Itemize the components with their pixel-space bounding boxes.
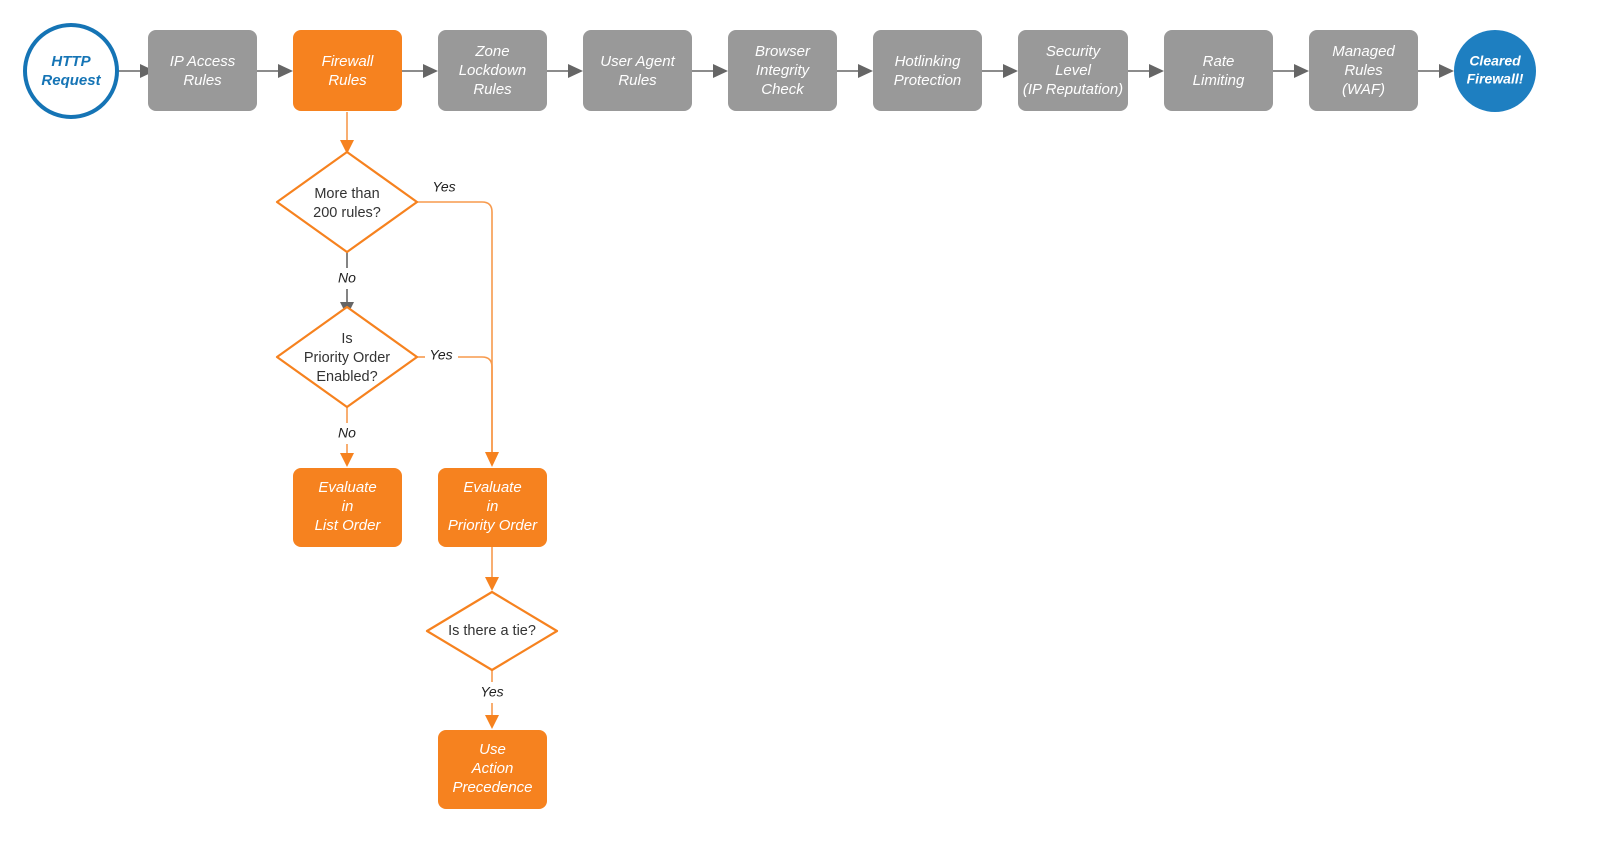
node-managed-rules-waf[interactable]: Managed Rules (WAF): [1309, 30, 1418, 111]
node-rate-limiting-line-1: Rate: [1203, 53, 1235, 70]
node-managed-rules-waf-line-1: Managed: [1332, 43, 1395, 60]
node-browser-integrity-check-line-2: Integrity: [756, 62, 811, 79]
node-hotlinking-protection[interactable]: Hotlinking Protection: [873, 30, 982, 111]
connector-zonelockdown-to-useragent: [547, 64, 583, 78]
connector-tie-yes: [485, 670, 499, 729]
connector-managedrules-to-cleared: [1418, 64, 1454, 78]
node-security-level-line-1: Security: [1046, 43, 1102, 60]
edge-label-more-than-200-yes: Yes: [432, 179, 455, 195]
connector-useragent-to-browserintegrity: [692, 64, 728, 78]
node-user-agent-rules[interactable]: User Agent Rules: [583, 30, 692, 111]
node-http-request-line-2: Request: [41, 72, 101, 89]
outcome-evaluate-in-list-order-line-2: in: [342, 498, 354, 515]
decision-is-there-a-tie-line-1: Is there a tie?: [448, 623, 536, 639]
connector-ipaccess-to-firewall: [257, 64, 293, 78]
node-security-level-line-3: (IP Reputation): [1023, 81, 1123, 98]
node-cleared-firewall-line-1: Cleared: [1469, 53, 1521, 69]
node-user-agent-rules-line-1: User Agent: [600, 53, 675, 70]
branch-connectors: [340, 112, 499, 729]
node-rate-limiting[interactable]: Rate Limiting: [1164, 30, 1273, 111]
decision-is-priority-order-enabled-line-3: Enabled?: [316, 369, 377, 385]
node-security-level-line-2: Level: [1055, 62, 1092, 79]
outcome-use-action-precedence-line-3: Precedence: [452, 779, 532, 796]
node-ip-access-rules[interactable]: IP Access Rules: [148, 30, 257, 111]
outcome-use-action-precedence-line-1: Use: [479, 741, 506, 758]
connector-firewall-to-zonelockdown: [402, 64, 438, 78]
decision-more-than-200-rules-line-2: 200 rules?: [313, 205, 381, 221]
node-zone-lockdown-rules-line-1: Zone: [474, 43, 509, 60]
node-zone-lockdown-rules-line-2: Lockdown: [459, 62, 527, 79]
node-security-level[interactable]: Security Level (IP Reputation): [1018, 30, 1128, 111]
outcome-evaluate-in-list-order[interactable]: Evaluate in List Order: [293, 468, 402, 547]
node-browser-integrity-check[interactable]: Browser Integrity Check: [728, 30, 837, 111]
node-hotlinking-protection-line-1: Hotlinking: [895, 53, 962, 70]
node-http-request-line-1: HTTP: [51, 53, 91, 70]
decision-more-than-200-rules-line-1: More than: [314, 186, 379, 202]
outcome-evaluate-in-list-order-line-3: List Order: [315, 517, 382, 534]
node-user-agent-rules-line-2: Rules: [618, 72, 657, 89]
node-managed-rules-waf-line-2: Rules: [1344, 62, 1383, 79]
outcome-evaluate-in-priority-order-line-3: Priority Order: [448, 517, 538, 534]
node-ip-access-rules-line-2: Rules: [183, 72, 222, 89]
node-http-request[interactable]: HTTP Request: [23, 23, 119, 119]
node-firewall-rules-line-2: Rules: [328, 72, 367, 89]
node-cleared-firewall-line-2: Firewall!: [1467, 71, 1524, 87]
node-zone-lockdown-rules-line-3: Rules: [473, 81, 512, 98]
connector-browserintegrity-to-hotlinking: [837, 64, 873, 78]
edge-label-tie-yes: Yes: [480, 684, 503, 700]
node-hotlinking-protection-line-2: Protection: [894, 72, 962, 89]
edge-label-priority-order-no: No: [338, 425, 356, 441]
node-firewall-rules[interactable]: Firewall Rules: [293, 30, 402, 111]
decision-is-priority-order-enabled-line-2: Priority Order: [304, 350, 390, 366]
outcome-evaluate-in-priority-order-line-1: Evaluate: [463, 479, 521, 496]
node-cleared-firewall[interactable]: Cleared Firewall!: [1454, 30, 1536, 112]
outcome-use-action-precedence-line-2: Action: [471, 760, 514, 777]
connector-http-to-ipaccess: [118, 64, 155, 78]
node-managed-rules-waf-line-3: (WAF): [1342, 81, 1385, 98]
decision-is-priority-order-enabled[interactable]: Is Priority Order Enabled?: [275, 305, 419, 409]
connector-ratelimiting-to-managedrules: [1273, 64, 1309, 78]
edge-label-more-than-200-no: No: [338, 270, 356, 286]
edge-label-priority-order-yes: Yes: [429, 347, 452, 363]
node-rate-limiting-line-2: Limiting: [1193, 72, 1245, 89]
connector-priorityorder-to-tie: [485, 547, 499, 591]
outcome-evaluate-in-priority-order-line-2: in: [487, 498, 499, 515]
pipeline-connectors: [118, 64, 1454, 78]
connector-decision2-no: [340, 407, 354, 467]
decision-is-there-a-tie[interactable]: Is there a tie?: [425, 590, 559, 672]
edge-labels: Yes No Yes No Yes: [338, 179, 504, 700]
node-browser-integrity-check-line-3: Check: [761, 81, 805, 98]
connector-firewall-to-decision1: [340, 112, 354, 154]
decision-more-than-200-rules[interactable]: More than 200 rules?: [275, 150, 419, 254]
outcome-evaluate-in-priority-order[interactable]: Evaluate in Priority Order: [438, 468, 547, 547]
decision-is-priority-order-enabled-line-1: Is: [341, 331, 352, 347]
node-firewall-rules-line-1: Firewall: [322, 53, 374, 70]
connector-decision1-yes: [417, 201, 499, 467]
outcome-use-action-precedence[interactable]: Use Action Precedence: [438, 730, 547, 809]
node-ip-access-rules-line-1: IP Access: [170, 53, 236, 70]
outcome-evaluate-in-list-order-line-1: Evaluate: [318, 479, 376, 496]
node-browser-integrity-check-line-1: Browser: [755, 43, 811, 60]
connector-hotlinking-to-securitylevel: [982, 64, 1018, 78]
connector-decision2-yes: [417, 356, 493, 452]
node-zone-lockdown-rules[interactable]: Zone Lockdown Rules: [438, 30, 547, 111]
connector-securitylevel-to-ratelimiting: [1128, 64, 1164, 78]
